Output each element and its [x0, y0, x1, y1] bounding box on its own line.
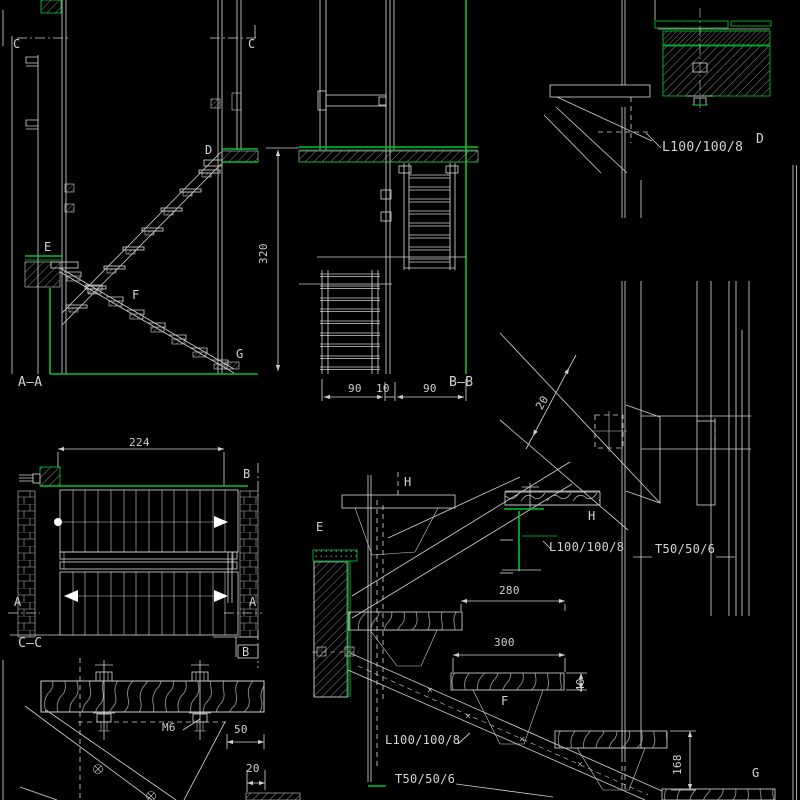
dim-50: 50 [234, 723, 248, 736]
section-aa-linework [2, 0, 259, 375]
dim-40: 40 [574, 678, 587, 692]
mark-g-detail: G [752, 766, 760, 780]
mark-h-mid: H [404, 475, 412, 489]
detail-d-linework [543, 0, 772, 174]
detail-e-linework [312, 549, 776, 800]
plan-cc-linework [8, 446, 262, 668]
mark-d-detail: D [756, 132, 765, 147]
mark-f-detail: F [501, 694, 509, 708]
mark-g-aa: G [236, 347, 244, 361]
mark-a-left: A [14, 595, 22, 609]
detail-m6-linework [2, 658, 301, 800]
dim-20-bottom: 20 [246, 762, 260, 775]
mark-e-aa: E [44, 240, 52, 254]
note-l100-e: L100/100/8 [385, 733, 461, 747]
dim-320: 320 [257, 243, 270, 264]
dim-300: 300 [494, 636, 515, 649]
dim-168: 168 [671, 754, 684, 775]
note-l100-d: L100/100/8 [662, 140, 744, 155]
note-t50-right: T50/50/6 [655, 542, 716, 556]
note-t50-bottom: T50/50/6 [395, 772, 456, 786]
dim-90b: 90 [423, 382, 437, 395]
detail-h-linework [341, 461, 601, 782]
mark-a-right: A [249, 595, 257, 609]
section-aa-label: A–A [18, 375, 43, 390]
mark-h-plank: H [588, 509, 596, 523]
mark-b-top: B [243, 467, 251, 481]
mark-c-right: C [248, 37, 256, 51]
dim-90a: 90 [348, 382, 362, 395]
dim-10: 10 [376, 382, 390, 395]
dim-224: 224 [129, 436, 150, 449]
right-column-linework [621, 107, 797, 800]
mark-e-detail: E [316, 520, 324, 534]
mark-f-aa: F [132, 288, 140, 302]
mark-d-small: D [205, 143, 213, 157]
mark-c-left: C [13, 37, 21, 51]
section-bb-linework [266, 0, 479, 401]
mark-b-bottom: B [242, 645, 250, 659]
dim-280: 280 [499, 584, 520, 597]
stringer-20-linework [499, 332, 661, 531]
section-bb-label: B–B [449, 375, 474, 390]
note-l100-h: L100/100/8 [549, 540, 625, 554]
section-cc-label: C–C [18, 636, 43, 651]
dim-m6: M6 [162, 721, 176, 734]
